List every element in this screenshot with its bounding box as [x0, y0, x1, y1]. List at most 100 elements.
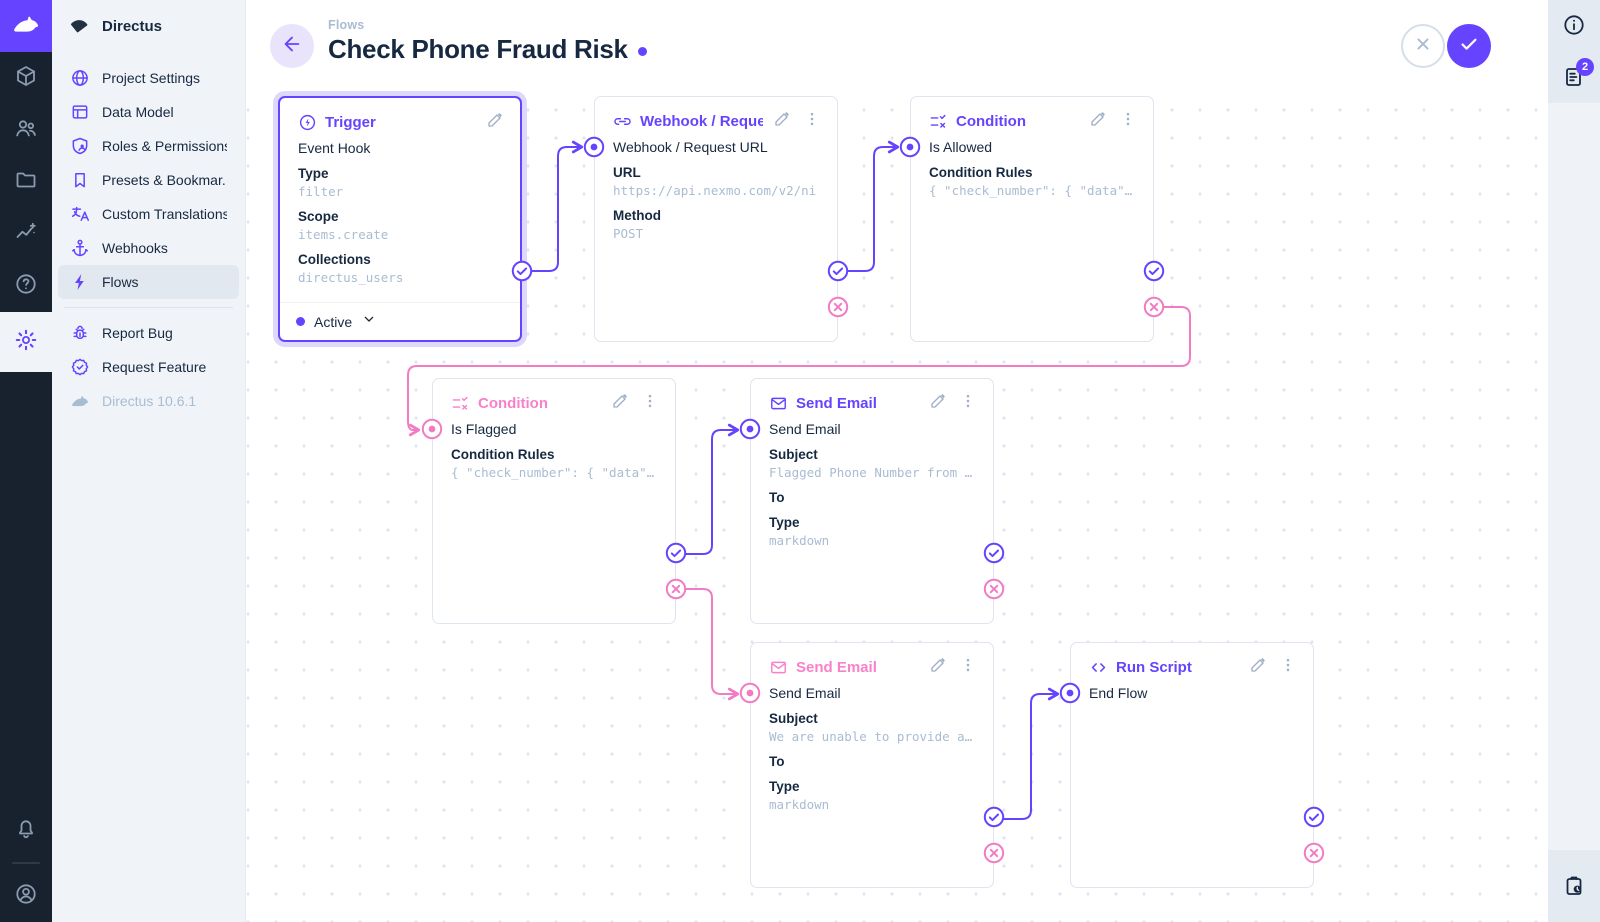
reject-connector[interactable]: [1303, 842, 1325, 864]
module-file-library[interactable]: [0, 156, 52, 208]
panel-name: Is Flagged: [451, 421, 517, 437]
resolve-connector[interactable]: [1143, 260, 1165, 282]
discard-changes-button[interactable]: [1401, 24, 1445, 68]
resolve-connector[interactable]: [827, 260, 849, 282]
edit-panel-button[interactable]: [1247, 656, 1269, 678]
translate-icon: [70, 204, 90, 224]
pencil-icon: [1249, 656, 1267, 679]
directus-rabbit-logo[interactable]: [0, 0, 52, 52]
sidebar-item-roles-permissions[interactable]: Roles & Permissions: [58, 129, 239, 163]
panel-menu-button[interactable]: [957, 392, 979, 414]
panel-name: End Flow: [1089, 685, 1148, 701]
panel-menu-button[interactable]: [801, 110, 823, 132]
edit-panel-button[interactable]: [927, 392, 949, 414]
reject-connector[interactable]: [983, 842, 1005, 864]
panel-menu-button[interactable]: [957, 656, 979, 678]
sidebar-item-custom-translations[interactable]: Custom Translations: [58, 197, 239, 231]
sidebar-item-label: Flows: [102, 274, 139, 290]
field-value: https://api.nexmo.com/v2/ni: [613, 183, 817, 198]
back-arrow-icon: [281, 33, 303, 60]
project-header[interactable]: Directus: [52, 0, 245, 52]
module-bar-divider: [12, 862, 40, 864]
reject-connector[interactable]: [665, 578, 687, 600]
sidebar-item-flows[interactable]: Flows: [58, 265, 239, 299]
sidebar-item-label: Custom Translations: [102, 206, 227, 222]
resolve-connector[interactable]: [1303, 806, 1325, 828]
module-content[interactable]: [0, 52, 52, 104]
module-user-directory[interactable]: [0, 104, 52, 156]
reject-connector[interactable]: [983, 578, 1005, 600]
edit-panel-button[interactable]: [927, 656, 949, 678]
pencil-icon: [929, 392, 947, 415]
panel-title: Webhook / Request URL: [640, 112, 763, 130]
edit-panel-button[interactable]: [771, 110, 793, 132]
globe-icon: [70, 68, 90, 88]
module-documentation[interactable]: [0, 260, 52, 312]
revisions-button[interactable]: [1562, 874, 1586, 898]
x-icon: [1412, 33, 1434, 60]
sidebar-item-label: Data Model: [102, 104, 174, 120]
module-settings[interactable]: [0, 312, 52, 372]
check-icon: [1458, 33, 1480, 60]
field-label: URL: [613, 165, 641, 180]
panel-menu-button[interactable]: [639, 392, 661, 414]
input-connector[interactable]: [421, 418, 443, 440]
resolve-connector[interactable]: [511, 260, 533, 282]
field-value: POST: [613, 226, 644, 241]
back-button[interactable]: [270, 24, 314, 68]
sidebar-item-data-model[interactable]: Data Model: [58, 95, 239, 129]
activity-button[interactable]: 2: [1562, 58, 1594, 89]
edit-panel-button[interactable]: [1087, 110, 1109, 132]
field-label: To: [769, 490, 785, 505]
sidebar-item-webhooks[interactable]: Webhooks: [58, 231, 239, 265]
help-icon: [14, 272, 38, 301]
input-connector[interactable]: [583, 136, 605, 158]
pencil-icon: [929, 656, 947, 679]
module-bar: [0, 0, 52, 922]
panel-menu-button[interactable]: [1277, 656, 1299, 678]
sidebar-item-presets-bookmar[interactable]: Presets & Bookmar...: [58, 163, 239, 197]
reject-connector[interactable]: [827, 296, 849, 318]
anchor-icon: [70, 238, 90, 258]
module-insights[interactable]: [0, 208, 52, 260]
condition-icon: [929, 112, 948, 131]
module-account[interactable]: [0, 870, 52, 922]
edit-panel-button[interactable]: [484, 111, 506, 133]
directus-rabbit-logo: [11, 9, 41, 44]
panel-title: Send Email: [796, 658, 877, 676]
people-icon: [14, 116, 38, 145]
input-connector[interactable]: [739, 418, 761, 440]
edit-panel-button[interactable]: [609, 392, 631, 414]
rabbit-icon: [70, 391, 90, 411]
sidebar-item-project-settings[interactable]: Project Settings: [58, 61, 239, 95]
module-notifications[interactable]: [0, 804, 52, 856]
kebab-icon: [959, 656, 977, 679]
trigger-status-dropdown[interactable]: Active: [280, 302, 520, 340]
panel-header: Trigger: [280, 98, 520, 137]
info-button[interactable]: [1562, 13, 1586, 37]
resolve-connector[interactable]: [665, 542, 687, 564]
input-connector[interactable]: [1059, 682, 1081, 704]
input-connector[interactable]: [899, 136, 921, 158]
resolve-connector[interactable]: [983, 806, 1005, 828]
sidebar-item-request-feature[interactable]: Request Feature: [58, 350, 239, 384]
input-connector[interactable]: [739, 682, 761, 704]
save-button[interactable]: [1447, 24, 1491, 68]
panel-menu-button[interactable]: [1117, 110, 1139, 132]
sidebar-item-report-bug[interactable]: Report Bug: [58, 316, 239, 350]
flow-panel-webhook[interactable]: Webhook / Request URL Webhook / Request U…: [583, 96, 849, 342]
field-label: Method: [613, 208, 661, 223]
reject-connector[interactable]: [1143, 296, 1165, 318]
resolve-connector[interactable]: [983, 542, 1005, 564]
